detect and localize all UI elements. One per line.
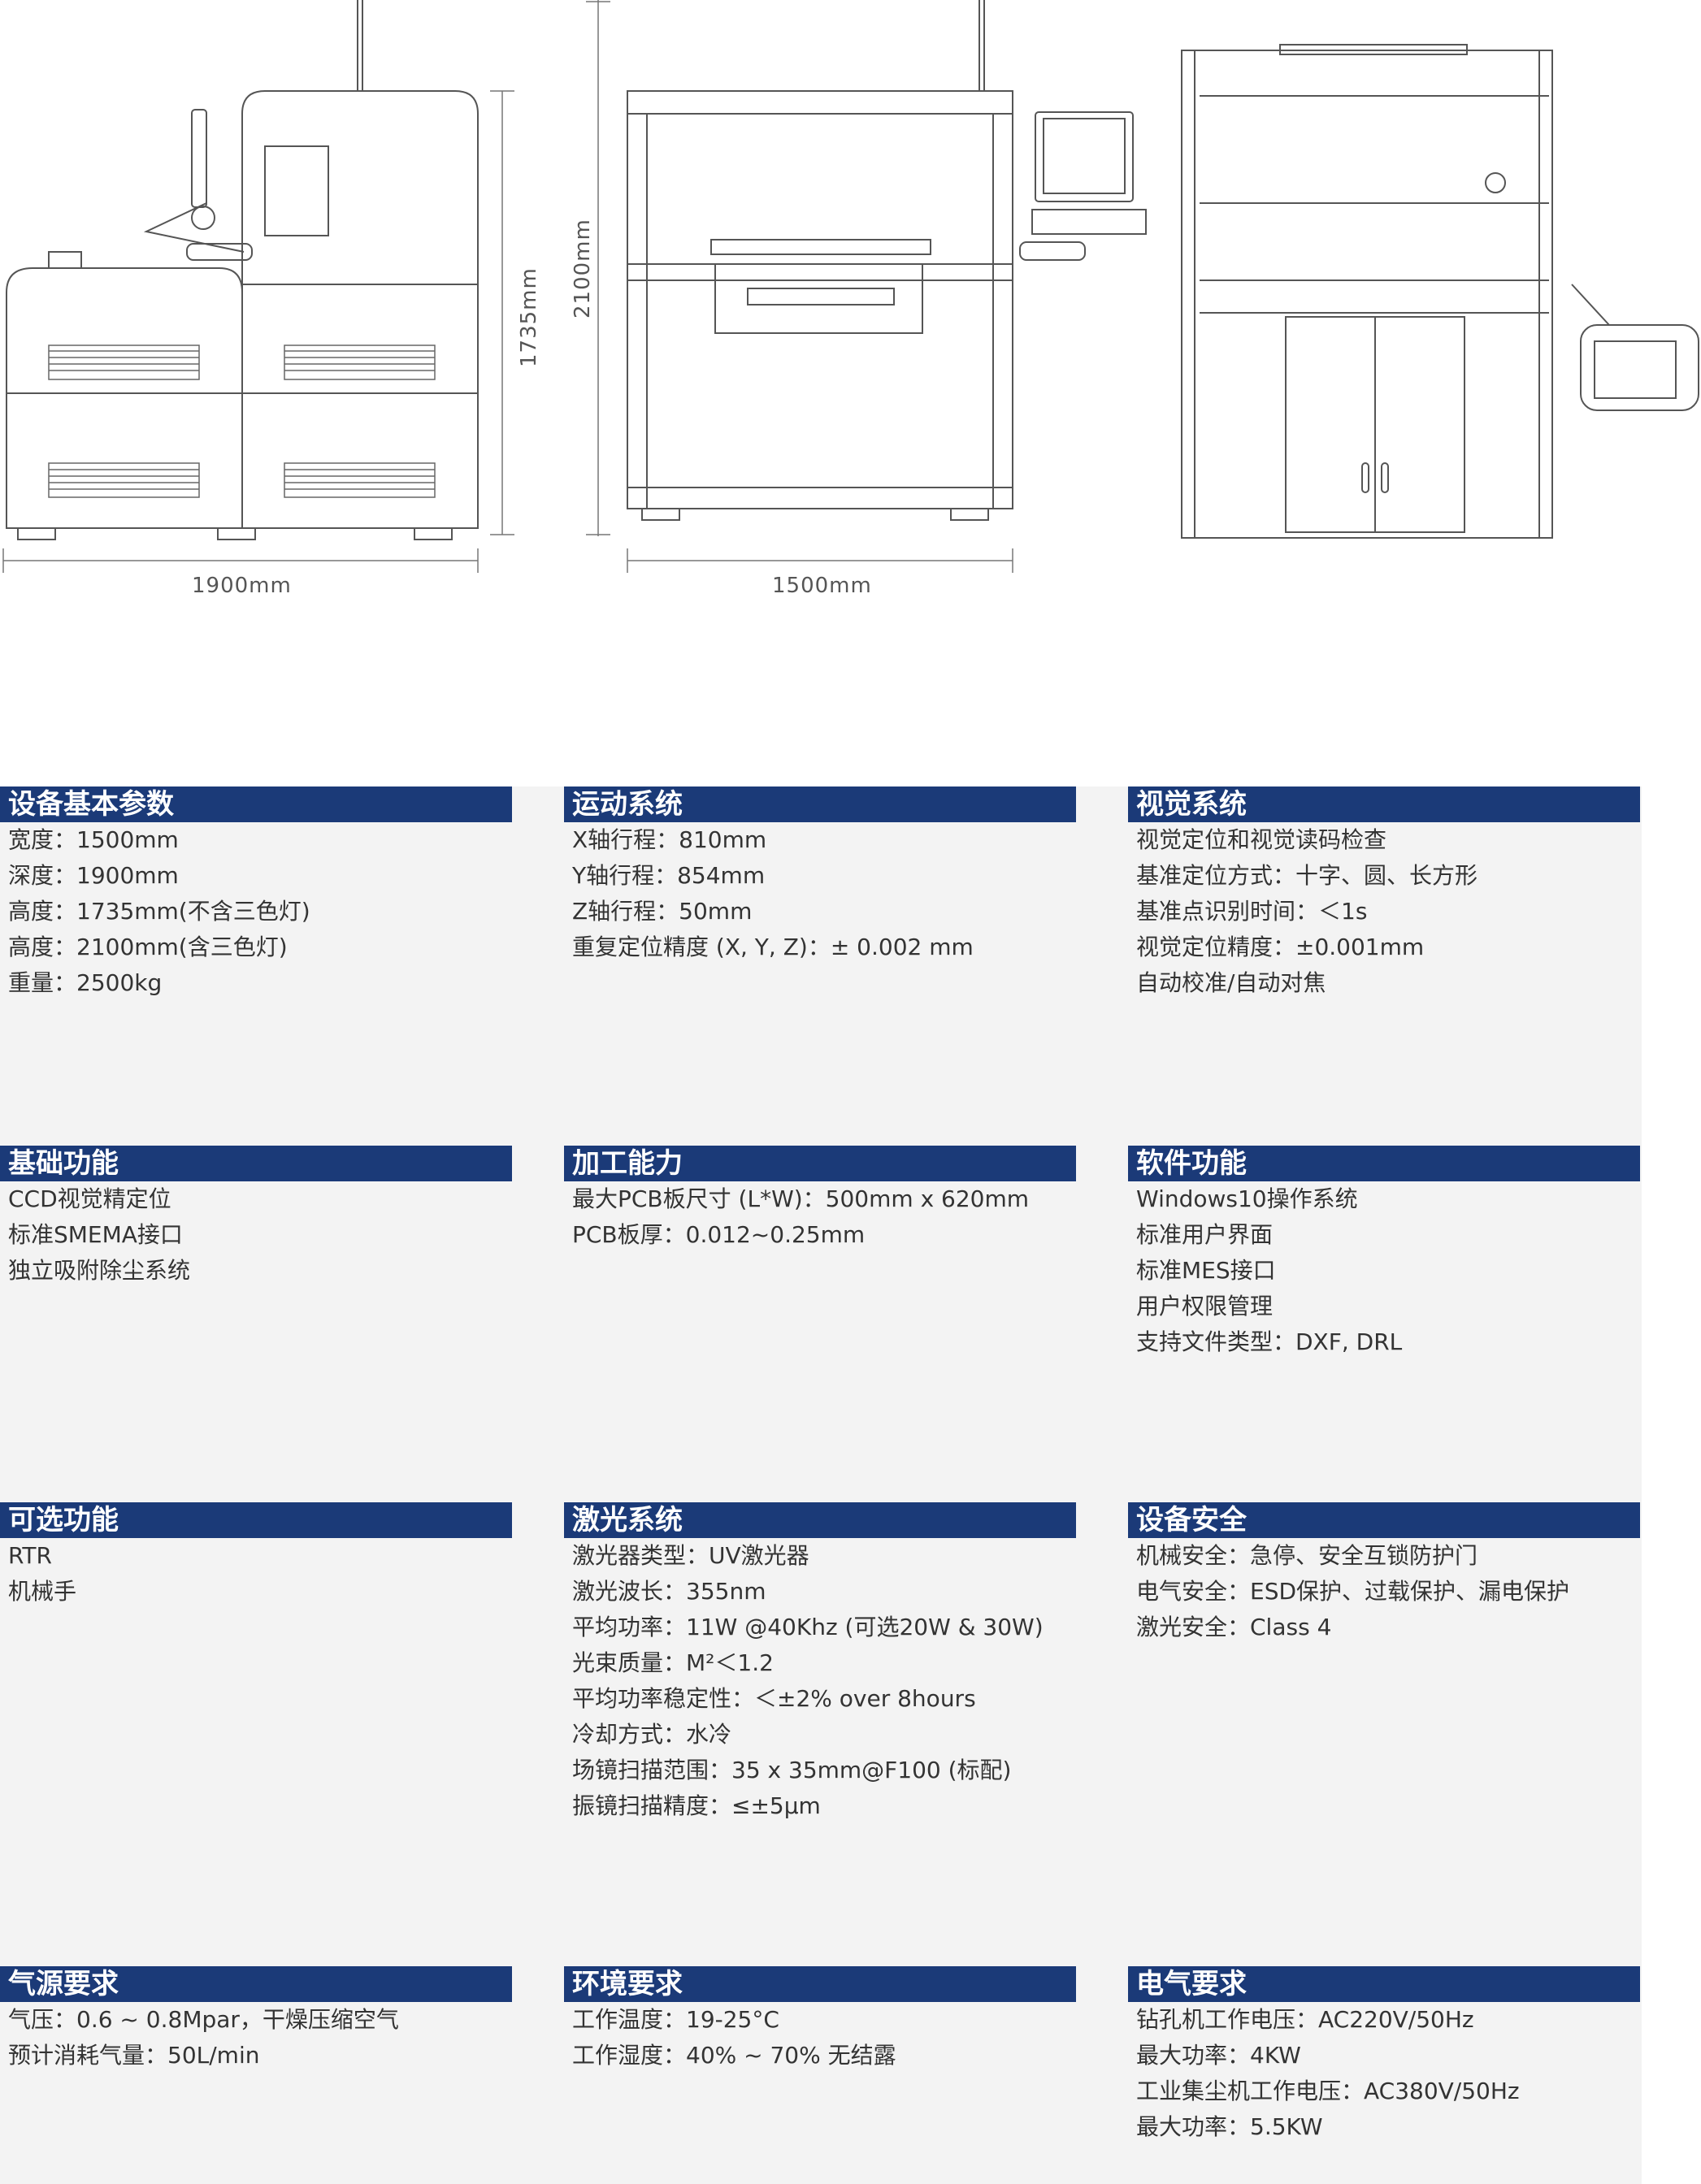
spec-item: Z轴行程：50mm	[572, 898, 753, 925]
section-air-requirements: 气源要求 气压：0.6 ~ 0.8Mpar，干燥压缩空气 预计消耗气量：50L/…	[0, 1966, 512, 2074]
spec-item: RTR	[8, 1542, 52, 1569]
spec-list: RTR 机械手	[0, 1538, 512, 1610]
section-title: 设备基本参数	[0, 786, 512, 822]
spec-item: 激光安全：Class 4	[1136, 1614, 1332, 1640]
spec-item: 激光器类型：UV激光器	[572, 1542, 809, 1569]
section-title: 运动系统	[564, 786, 1076, 822]
spec-item: 标准SMEMA接口	[8, 1221, 183, 1248]
spec-item: 基准定位方式：十字、圆、长方形	[1136, 862, 1478, 889]
rear-view-drawing	[1181, 44, 1699, 539]
section-title: 激光系统	[564, 1502, 1076, 1538]
section-title: 基础功能	[0, 1146, 512, 1181]
section-motion-system: 运动系统 X轴行程：810mm Y轴行程：854mm Z轴行程：50mm 重复定…	[564, 786, 1076, 965]
specifications-area: 设备基本参数 宽度：1500mm 深度：1900mm 高度：1735mm(不含三…	[0, 786, 1642, 2184]
spec-item: 视觉定位和视觉读码检查	[1136, 826, 1387, 853]
spec-item: Y轴行程：854mm	[572, 862, 766, 889]
section-basic-functions: 基础功能 CCD视觉精定位 标准SMEMA接口 独立吸附除尘系统	[0, 1146, 512, 1289]
spec-item: 独立吸附除尘系统	[8, 1257, 191, 1284]
section-title: 软件功能	[1128, 1146, 1640, 1181]
spec-item: 宽度：1500mm	[8, 826, 179, 853]
machine-drawings: 1900mm 1735mm 1500mm 2100mm	[0, 0, 1701, 634]
section-title: 设备安全	[1128, 1502, 1640, 1538]
spec-list: 工作温度：19-25°C 工作湿度：40% ~ 70% 无结露	[564, 2002, 1076, 2074]
front-width-label: 1500mm	[772, 574, 872, 598]
section-vision-system: 视觉系统 视觉定位和视觉读码检查 基准定位方式：十字、圆、长方形 基准点识别时间…	[1128, 786, 1640, 1001]
spec-item: 场镜扫描范围：35 x 35mm@F100 (标配)	[572, 1757, 1012, 1783]
spec-item: 自动校准/自动对焦	[1136, 969, 1326, 996]
spec-item: 用户权限管理	[1136, 1293, 1274, 1320]
spec-list: 宽度：1500mm 深度：1900mm 高度：1735mm(不含三色灯) 高度：…	[0, 822, 512, 1001]
side-view-drawing	[6, 0, 479, 540]
spec-item: 深度：1900mm	[8, 862, 179, 889]
section-title: 加工能力	[564, 1146, 1076, 1181]
spec-item: 工作湿度：40% ~ 70% 无结露	[572, 2042, 896, 2069]
spec-item: 重复定位精度 (X, Y, Z)：± 0.002 mm	[572, 934, 974, 960]
section-equipment-safety: 设备安全 机械安全：急停、安全互锁防护门 电气安全：ESD保护、过载保护、漏电保…	[1128, 1502, 1640, 1645]
spec-item: 光束质量：M²＜1.2	[572, 1649, 774, 1676]
spec-item: 钻孔机工作电压：AC220V/50Hz	[1136, 2006, 1474, 2033]
section-basic-params: 设备基本参数 宽度：1500mm 深度：1900mm 高度：1735mm(不含三…	[0, 786, 512, 1001]
spec-item: PCB板厚：0.012~0.25mm	[572, 1221, 866, 1248]
spec-item: 气压：0.6 ~ 0.8Mpar，干燥压缩空气	[8, 2006, 399, 2033]
section-title: 气源要求	[0, 1966, 512, 2002]
spec-item: 支持文件类型：DXF, DRL	[1136, 1328, 1403, 1355]
spec-item: 机械安全：急停、安全互锁防护门	[1136, 1542, 1478, 1569]
section-environment-requirements: 环境要求 工作温度：19-25°C 工作湿度：40% ~ 70% 无结露	[564, 1966, 1076, 2074]
spec-item: 平均功率：11W @40Khz (可选20W & 30W)	[572, 1614, 1044, 1640]
spec-item: 最大PCB板尺寸 (L*W)：500mm x 620mm	[572, 1185, 1030, 1212]
spec-list: 钻孔机工作电压：AC220V/50Hz 最大功率：4KW 工业集尘机工作电压：A…	[1128, 2002, 1640, 2145]
spec-item: 最大功率：4KW	[1136, 2042, 1301, 2069]
spec-item: 高度：1735mm(不含三色灯)	[8, 898, 310, 925]
spec-item: 平均功率稳定性：＜±2% over 8hours	[572, 1685, 976, 1712]
spec-item: 重量：2500kg	[8, 969, 163, 996]
section-title: 环境要求	[564, 1966, 1076, 2002]
spec-item: 标准MES接口	[1136, 1257, 1276, 1284]
side-height-label: 1735mm	[517, 267, 541, 367]
spec-item: 基准点识别时间：＜1s	[1136, 898, 1368, 925]
spec-item: 冷却方式：水冷	[572, 1721, 732, 1748]
spec-list: 气压：0.6 ~ 0.8Mpar，干燥压缩空气 预计消耗气量：50L/min	[0, 2002, 512, 2074]
spec-item: 电气安全：ESD保护、过载保护、漏电保护	[1136, 1578, 1570, 1605]
spec-item: 预计消耗气量：50L/min	[8, 2042, 260, 2069]
spec-list: 机械安全：急停、安全互锁防护门 电气安全：ESD保护、过载保护、漏电保护 激光安…	[1128, 1538, 1640, 1645]
section-software-functions: 软件功能 Windows10操作系统 标准用户界面 标准MES接口 用户权限管理…	[1128, 1146, 1640, 1360]
section-optional-functions: 可选功能 RTR 机械手	[0, 1502, 512, 1610]
spec-list: Windows10操作系统 标准用户界面 标准MES接口 用户权限管理 支持文件…	[1128, 1181, 1640, 1360]
spec-item: 工作温度：19-25°C	[572, 2006, 779, 2033]
front-view-drawing	[627, 0, 1147, 521]
section-laser-system: 激光系统 激光器类型：UV激光器 激光波长：355nm 平均功率：11W @40…	[564, 1502, 1076, 1824]
section-processing-capability: 加工能力 最大PCB板尺寸 (L*W)：500mm x 620mm PCB板厚：…	[564, 1146, 1076, 1253]
front-height-label: 2100mm	[571, 219, 595, 318]
section-title: 可选功能	[0, 1502, 512, 1538]
spec-list: X轴行程：810mm Y轴行程：854mm Z轴行程：50mm 重复定位精度 (…	[564, 822, 1076, 965]
spec-item: 最大功率：5.5KW	[1136, 2113, 1323, 2140]
spec-item: 振镜扫描精度：≤±5μm	[572, 1792, 821, 1819]
spec-list: 视觉定位和视觉读码检查 基准定位方式：十字、圆、长方形 基准点识别时间：＜1s …	[1128, 822, 1640, 1001]
side-width-label: 1900mm	[192, 574, 292, 598]
section-title: 视觉系统	[1128, 786, 1640, 822]
spec-item: 高度：2100mm(含三色灯)	[8, 934, 288, 960]
spec-item: Windows10操作系统	[1136, 1185, 1358, 1212]
spec-list: CCD视觉精定位 标准SMEMA接口 独立吸附除尘系统	[0, 1181, 512, 1289]
spec-item: 激光波长：355nm	[572, 1578, 766, 1605]
spec-item: 机械手	[8, 1578, 77, 1605]
spec-list: 激光器类型：UV激光器 激光波长：355nm 平均功率：11W @40Khz (…	[564, 1538, 1076, 1824]
section-electrical-requirements: 电气要求 钻孔机工作电压：AC220V/50Hz 最大功率：4KW 工业集尘机工…	[1128, 1966, 1640, 2145]
section-title: 电气要求	[1128, 1966, 1640, 2002]
spec-item: 视觉定位精度：±0.001mm	[1136, 934, 1425, 960]
spec-item: 工业集尘机工作电压：AC380V/50Hz	[1136, 2078, 1520, 2104]
spec-item: X轴行程：810mm	[572, 826, 767, 853]
spec-list: 最大PCB板尺寸 (L*W)：500mm x 620mm PCB板厚：0.012…	[564, 1181, 1076, 1253]
spec-item: 标准用户界面	[1136, 1221, 1274, 1248]
spec-item: CCD视觉精定位	[8, 1185, 171, 1212]
